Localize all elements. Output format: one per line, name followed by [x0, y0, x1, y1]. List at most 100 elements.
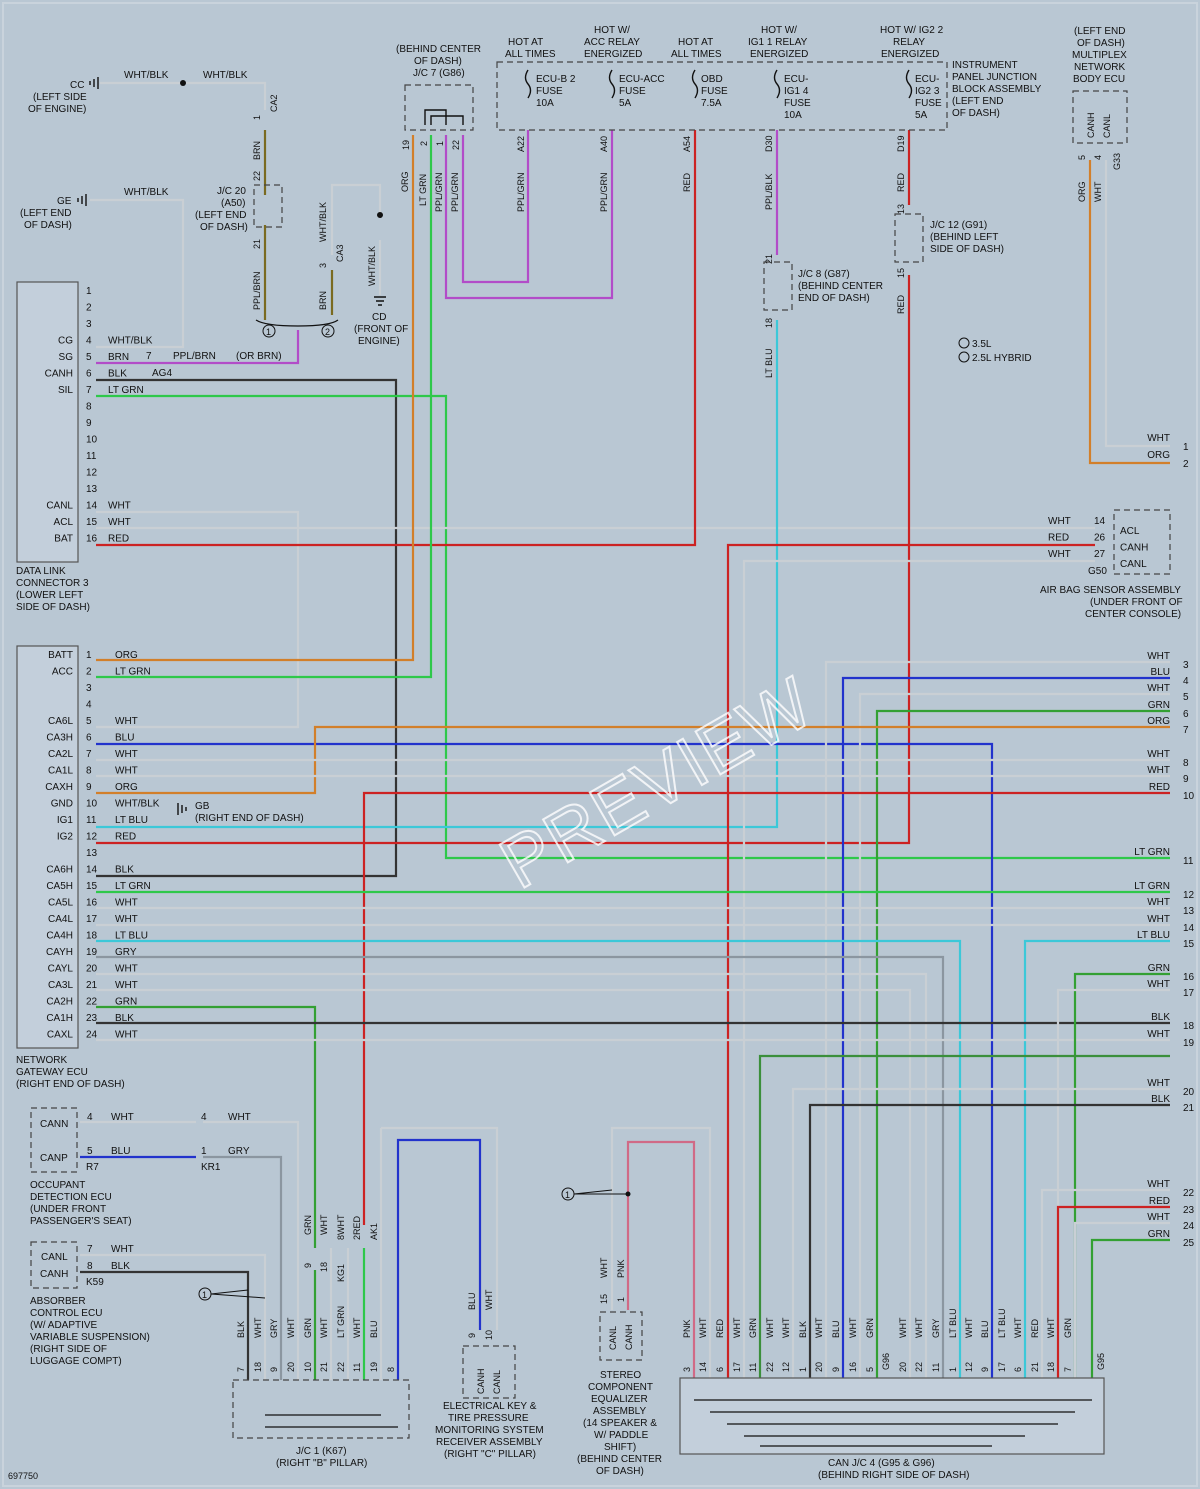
jc4-wire-6: WHT: [781, 1317, 791, 1338]
jc4-pin-19: 6: [1013, 1367, 1023, 1372]
kg1-ak1: GRN WHT WHT RED 9 18 8 KG1 2 AK1: [303, 1214, 379, 1282]
right-ref-number-11: 11: [1183, 856, 1194, 867]
fuse-5-hdr-b: RELAY: [893, 37, 925, 48]
jc4-wire-16: WHT: [964, 1317, 974, 1338]
fuse-block: HOT AT ALL TIMES ECU-B 2 FUSE 10A A22 PP…: [496, 25, 1042, 212]
key-sig-canl: CANL: [492, 1370, 502, 1394]
gateway-wire-21: WHT: [115, 980, 138, 991]
gateway-pin-21: 21: [86, 980, 98, 991]
jc4-pin-5: 22: [765, 1362, 775, 1372]
jc1-pin-20: 20: [286, 1362, 296, 1372]
jc1-pin-19: 19: [369, 1362, 379, 1372]
gateway-signal-ca2l: CA2L: [48, 749, 73, 760]
option-marker-1-text: 1: [266, 327, 271, 337]
occupant-name-c: (UNDER FRONT: [30, 1204, 106, 1215]
fuse-4-pin: D30: [764, 135, 774, 152]
airbag-signal-canl: CANL: [1120, 559, 1147, 570]
jc4-wire-2: RED: [715, 1318, 725, 1338]
dlc3-sg-ext-conn: AG4: [152, 368, 172, 379]
fuse-5-name-d: 5A: [915, 110, 928, 121]
jc12-wire: RED: [896, 294, 906, 314]
fuse-2-hdr-b: ACC RELAY: [584, 37, 640, 48]
fuse-1-name-b: FUSE: [536, 86, 563, 97]
dlc3-pin-11: 11: [86, 451, 97, 462]
occupant-sig-canp: CANP: [40, 1153, 68, 1164]
jc4-pin-21: 18: [1046, 1362, 1056, 1372]
mpx-title-b: OF DASH): [1077, 38, 1125, 49]
fuse-5-name-a: ECU-: [915, 74, 939, 85]
gateway-wire-14: BLK: [115, 865, 134, 876]
occupant-pin-5: 5: [87, 1146, 93, 1157]
gateway-pin-8: 8: [86, 766, 92, 777]
occupant-name-d: PASSENGER'S SEAT): [30, 1216, 132, 1227]
kg1-pin-9: 9: [303, 1263, 313, 1268]
legend-text-1: 3.5L: [972, 339, 992, 350]
ipjb-label-e: OF DASH): [952, 108, 1000, 119]
ground-ge: GE (LEFT END OF DASH) WHT/BLK: [20, 187, 169, 231]
jc4-pin-18: 17: [997, 1362, 1007, 1372]
mpx-pin-5: 5: [1077, 155, 1087, 160]
gateway-name-c: (RIGHT END OF DASH): [16, 1079, 125, 1090]
occupant-name-a: OCCUPANT: [30, 1180, 85, 1191]
gateway-wire-16: WHT: [115, 898, 138, 909]
fuse-2-icon: [608, 69, 616, 99]
airbag-name-b: (UNDER FRONT OF: [1090, 597, 1183, 608]
fuse-3-name-a: OBD: [701, 74, 723, 85]
right-ref-number-9: 9: [1183, 774, 1189, 785]
stereo-name-c: EQUALIZER: [591, 1394, 648, 1405]
wire-layer: [80, 81, 1170, 1380]
gateway-signal-ca3h: CA3H: [46, 733, 73, 744]
occupant-wire-wht: WHT: [111, 1112, 134, 1123]
right-ref-number-24: 24: [1183, 1221, 1195, 1232]
key-ecu: BLU WHT 9 10 CANH CANL ELECTRICAL KEY & …: [435, 1289, 544, 1460]
gateway-signal-ca3l: CA3L: [48, 980, 73, 991]
gateway-pin-20: 20: [86, 964, 98, 975]
kr1-pin-1: 1: [201, 1146, 207, 1157]
right-ref-wire-4: BLU: [1151, 667, 1170, 678]
gateway-pin-13: 13: [86, 848, 98, 859]
stereo-option-marker-text: 1: [565, 1190, 570, 1200]
right-ref-number-7: 7: [1183, 725, 1189, 736]
jc4-wire-22: GRN: [1063, 1318, 1073, 1338]
jc4-pin-4: 11: [748, 1363, 758, 1372]
jc20-label-b: (A50): [221, 198, 245, 209]
dlc3-wire-16: RED: [108, 534, 129, 545]
jc1-pin-18: 18: [253, 1362, 263, 1372]
fuse-4-name-b: IG1 4: [784, 86, 809, 97]
gateway-pin-6: 6: [86, 733, 92, 744]
airbag-pin-27: 27: [1094, 549, 1106, 560]
ground-ge-loc-a: (LEFT END: [20, 208, 72, 219]
fuse-5-pin: D19: [896, 135, 906, 152]
ca2-pin: 1: [252, 115, 262, 120]
jc4-pin-11: 5: [865, 1367, 875, 1372]
right-ref-number-18: 18: [1183, 1021, 1195, 1032]
fuse-3-hdr-a: HOT AT: [678, 37, 713, 48]
gateway-pin-17: 17: [86, 914, 98, 925]
option-marker-2-text: 2: [325, 327, 330, 337]
dlc3-pin-10: 10: [86, 435, 98, 446]
ground-gb-name: GB: [195, 801, 210, 812]
gateway-wire-9: ORG: [115, 782, 138, 793]
gateway-pin-19: 19: [86, 947, 98, 958]
jc4-pin-7: 1: [798, 1367, 808, 1372]
right-ref-number-2: 2: [1183, 459, 1189, 470]
jc1-pin-21: 21: [319, 1362, 329, 1372]
dlc3-sg-ext-pin: 7: [146, 351, 152, 362]
fuse-4: HOT W/ IG1 1 RELAY ENERGIZED ECU- IG1 4 …: [748, 25, 811, 210]
gateway-pin-12: 12: [86, 832, 98, 843]
gateway-pin-11: 11: [86, 815, 97, 826]
fuse-5-name-b: IG2 3: [915, 86, 940, 97]
stereo-wire-wht: WHT: [599, 1257, 609, 1278]
stereo-pin-15: 15: [599, 1294, 609, 1304]
absorber-name-c: (W/ ADAPTIVE: [30, 1320, 98, 1331]
gateway-wire-1: ORG: [115, 650, 138, 661]
right-ref-wire-23: RED: [1149, 1196, 1170, 1207]
fuse-4-name-c: FUSE: [784, 98, 811, 109]
jc4-name-b: (BEHIND RIGHT SIDE OF DASH): [818, 1470, 970, 1481]
jc12-pin-15: 15: [896, 268, 906, 278]
fuse-5: HOT W/ IG2 2 RELAY ENERGIZED ECU- IG2 3 …: [880, 25, 944, 192]
absorber-ecu: CANL CANH 7 8 WHT BLK K59 1 ABSORBER CON…: [30, 1241, 266, 1367]
gateway-pin-16: 16: [86, 898, 98, 909]
